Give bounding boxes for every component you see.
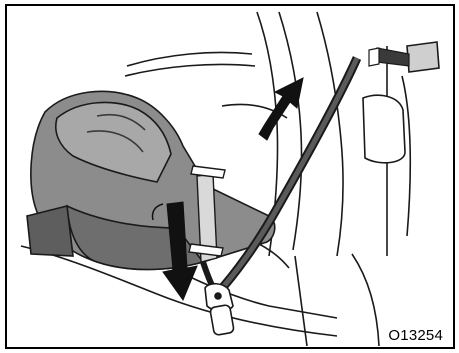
infant-carrier	[27, 91, 275, 269]
car-seat-illustration	[7, 6, 453, 347]
figure-code: O13254	[386, 327, 445, 344]
belt-buckle	[205, 284, 234, 336]
arrow-up-right-icon	[259, 78, 303, 140]
illustration-frame: O13254	[5, 4, 455, 349]
